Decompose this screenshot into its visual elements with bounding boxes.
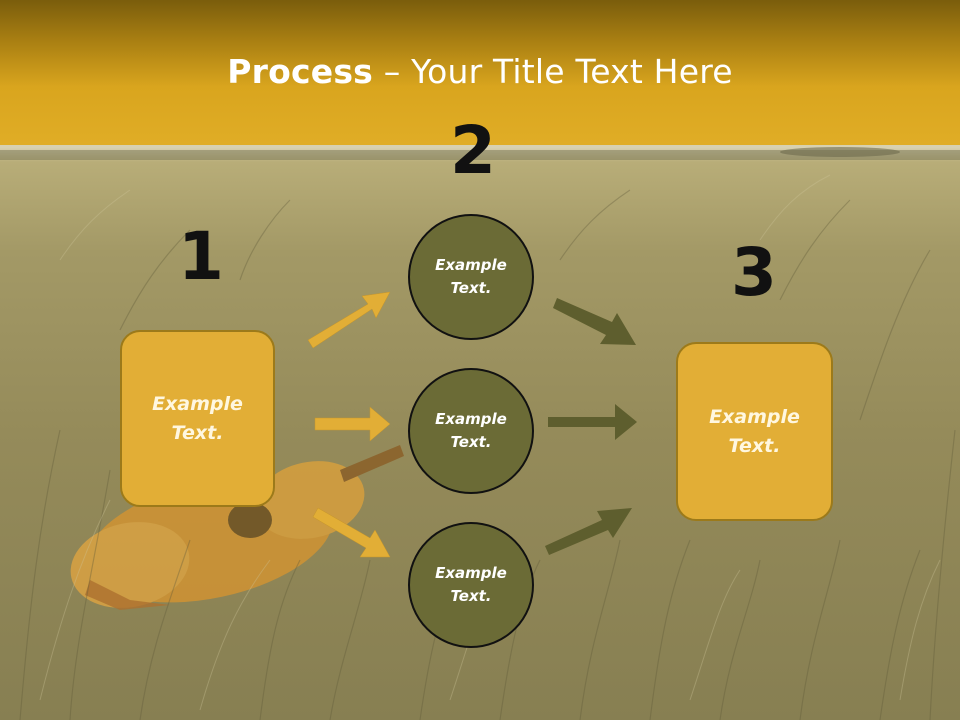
- arrow-down-right-yellow: [312, 507, 391, 558]
- title-bold: Process: [227, 52, 374, 91]
- arrow-right-olive: [548, 404, 637, 440]
- step-3-text: Example Text.: [709, 405, 800, 457]
- arrow-right-yellow: [314, 406, 391, 442]
- step-1-box[interactable]: Example Text.: [120, 330, 275, 507]
- circle-text: Example Text.: [435, 256, 507, 297]
- step-2-circle-middle[interactable]: Example Text.: [408, 368, 534, 494]
- circle-text: Example Text.: [435, 410, 507, 451]
- step-number-3: 3: [731, 234, 777, 311]
- step-3-box[interactable]: Example Text.: [676, 342, 833, 521]
- circle-text: Example Text.: [435, 564, 507, 605]
- title-bar: [0, 0, 960, 145]
- step-2-circle-bottom[interactable]: Example Text.: [408, 522, 534, 648]
- title-rest: – Your Title Text Here: [373, 52, 733, 91]
- arrow-up-right-olive: [545, 508, 632, 555]
- arrow-down-right-olive: [553, 298, 636, 345]
- slide-title[interactable]: Process – Your Title Text Here: [0, 52, 960, 91]
- step-2-circle-top[interactable]: Example Text.: [408, 214, 534, 340]
- step-number-2: 2: [450, 112, 496, 189]
- step-number-1: 1: [178, 218, 224, 295]
- step-1-text: Example Text.: [152, 392, 243, 444]
- arrow-up-right-yellow: [307, 291, 391, 349]
